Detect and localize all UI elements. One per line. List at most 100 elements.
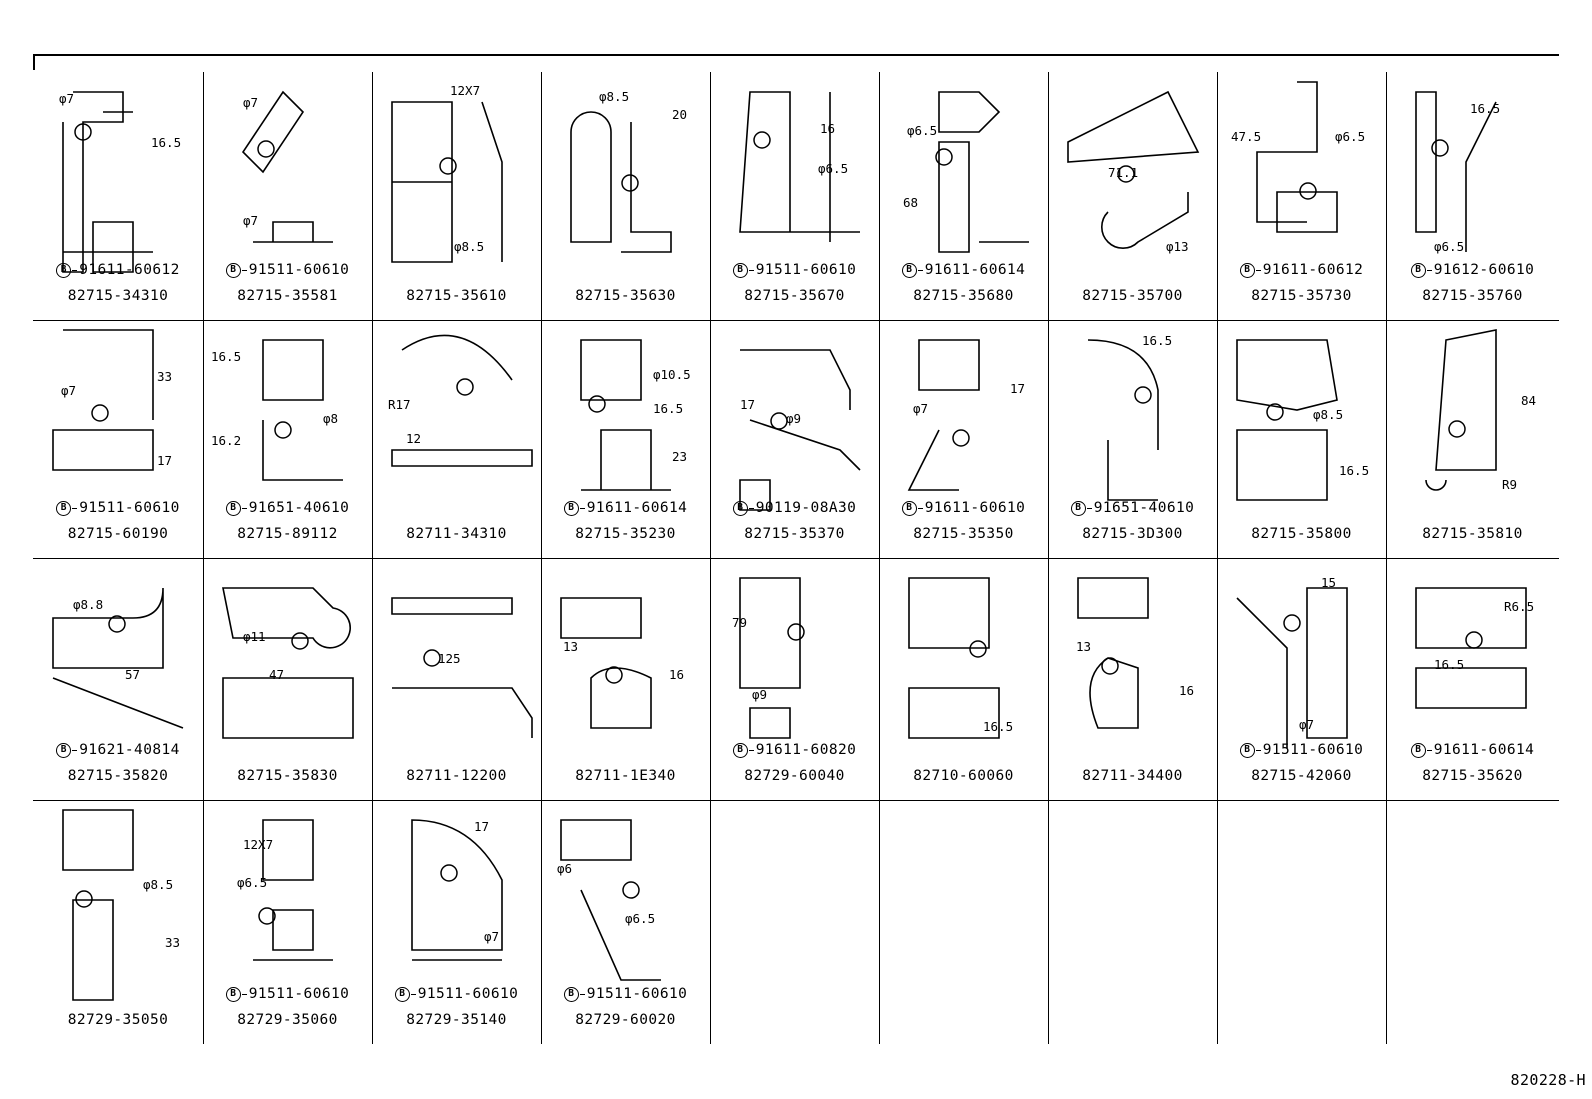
frame-top-border [33, 54, 1559, 56]
part-outline [907, 339, 980, 491]
leader-dash [241, 507, 247, 509]
dimension-label: 79 [732, 615, 748, 630]
leader-dash [410, 993, 416, 995]
part-number: 82729-35050 [67, 1012, 169, 1028]
dimension-label: 33 [157, 369, 173, 384]
part-sketch [560, 819, 661, 981]
part-number: 82715-42060 [1251, 768, 1352, 784]
leader-dash [1255, 269, 1261, 271]
dimension-label: φ6 [557, 861, 573, 876]
bolt-number: 91511-60610 [248, 986, 350, 1002]
part-outline [1087, 339, 1159, 501]
part-sketch [907, 339, 980, 491]
part-number: 82711-34310 [406, 526, 507, 542]
part-number: 82715-35581 [237, 288, 338, 304]
mounting-hole [108, 615, 126, 633]
part-sketch [1087, 339, 1159, 501]
mounting-hole [291, 632, 309, 650]
bolt-b-icon: B [1070, 500, 1086, 516]
mounting-hole [753, 131, 771, 149]
mounting-hole [605, 666, 623, 684]
dimension-label: φ7 [484, 929, 500, 944]
part-sketch [739, 349, 861, 511]
bolt-number: 91611-60612 [1262, 262, 1364, 278]
part-outline [1425, 329, 1497, 491]
bolt-number: 91511-60610 [755, 262, 857, 278]
mounting-hole [1101, 657, 1119, 675]
dimension-label: φ7 [243, 213, 259, 228]
dimension-label: 47.5 [1231, 129, 1262, 144]
bolt-b-icon: B [1410, 262, 1426, 278]
dimension-label: 15 [1321, 575, 1337, 590]
part-sketch [570, 111, 672, 253]
part-number: 82715-35730 [1251, 288, 1352, 304]
part-number: 82715-35680 [913, 288, 1014, 304]
dimension-label: 68 [903, 195, 919, 210]
dimension-label: 17 [474, 819, 490, 834]
part-outline [580, 339, 671, 491]
part-outline [560, 597, 652, 729]
dimension-label: φ8.5 [1313, 407, 1344, 422]
leader-dash [1086, 507, 1092, 509]
part-sketch [1415, 91, 1497, 252]
part-sketch [1077, 577, 1149, 729]
dimension-label: R6.5 [1504, 599, 1535, 614]
grid-row-divider [33, 558, 1559, 559]
dimension-label: 16 [820, 121, 836, 136]
dimension-label: 12 [406, 431, 422, 446]
mounting-hole [622, 881, 640, 899]
bolt-b-icon: B [225, 986, 241, 1002]
part-sketch [241, 90, 333, 243]
leader-dash [579, 993, 585, 995]
part-sketch [262, 339, 343, 481]
part-outline [1256, 81, 1338, 233]
leader-dash [241, 269, 247, 271]
mounting-hole [1448, 420, 1466, 438]
bolt-number: 91511-60610 [1262, 742, 1364, 758]
part-outline [262, 339, 343, 481]
dimension-label: 84 [1521, 393, 1537, 408]
part-number: 82715-35620 [1422, 768, 1523, 784]
part-outline [253, 819, 333, 961]
part-sketch [391, 101, 503, 263]
bolt-number: 90119-08A30 [755, 500, 857, 516]
leader-dash [748, 749, 754, 751]
dimension-label: 16.5 [983, 719, 1014, 734]
part-outline [1236, 339, 1338, 501]
part-number: 82715-35350 [913, 526, 1014, 542]
part-number: 82715-35760 [1422, 288, 1523, 304]
bolt-number: 91611-60614 [924, 262, 1026, 278]
dimension-label: φ6.5 [818, 161, 849, 176]
leader-dash [917, 269, 923, 271]
bolt-number: 91611-60614 [586, 500, 688, 516]
part-number: 82729-35140 [406, 1012, 507, 1028]
part-number: 82715-35370 [744, 526, 845, 542]
part-sketch [222, 587, 354, 739]
dimension-label: 47 [269, 667, 285, 682]
dimension-label: 13 [1076, 639, 1092, 654]
mounting-hole [621, 174, 639, 192]
grid-row-divider [33, 320, 1559, 321]
bolt-number: 91611-60612 [79, 262, 180, 278]
